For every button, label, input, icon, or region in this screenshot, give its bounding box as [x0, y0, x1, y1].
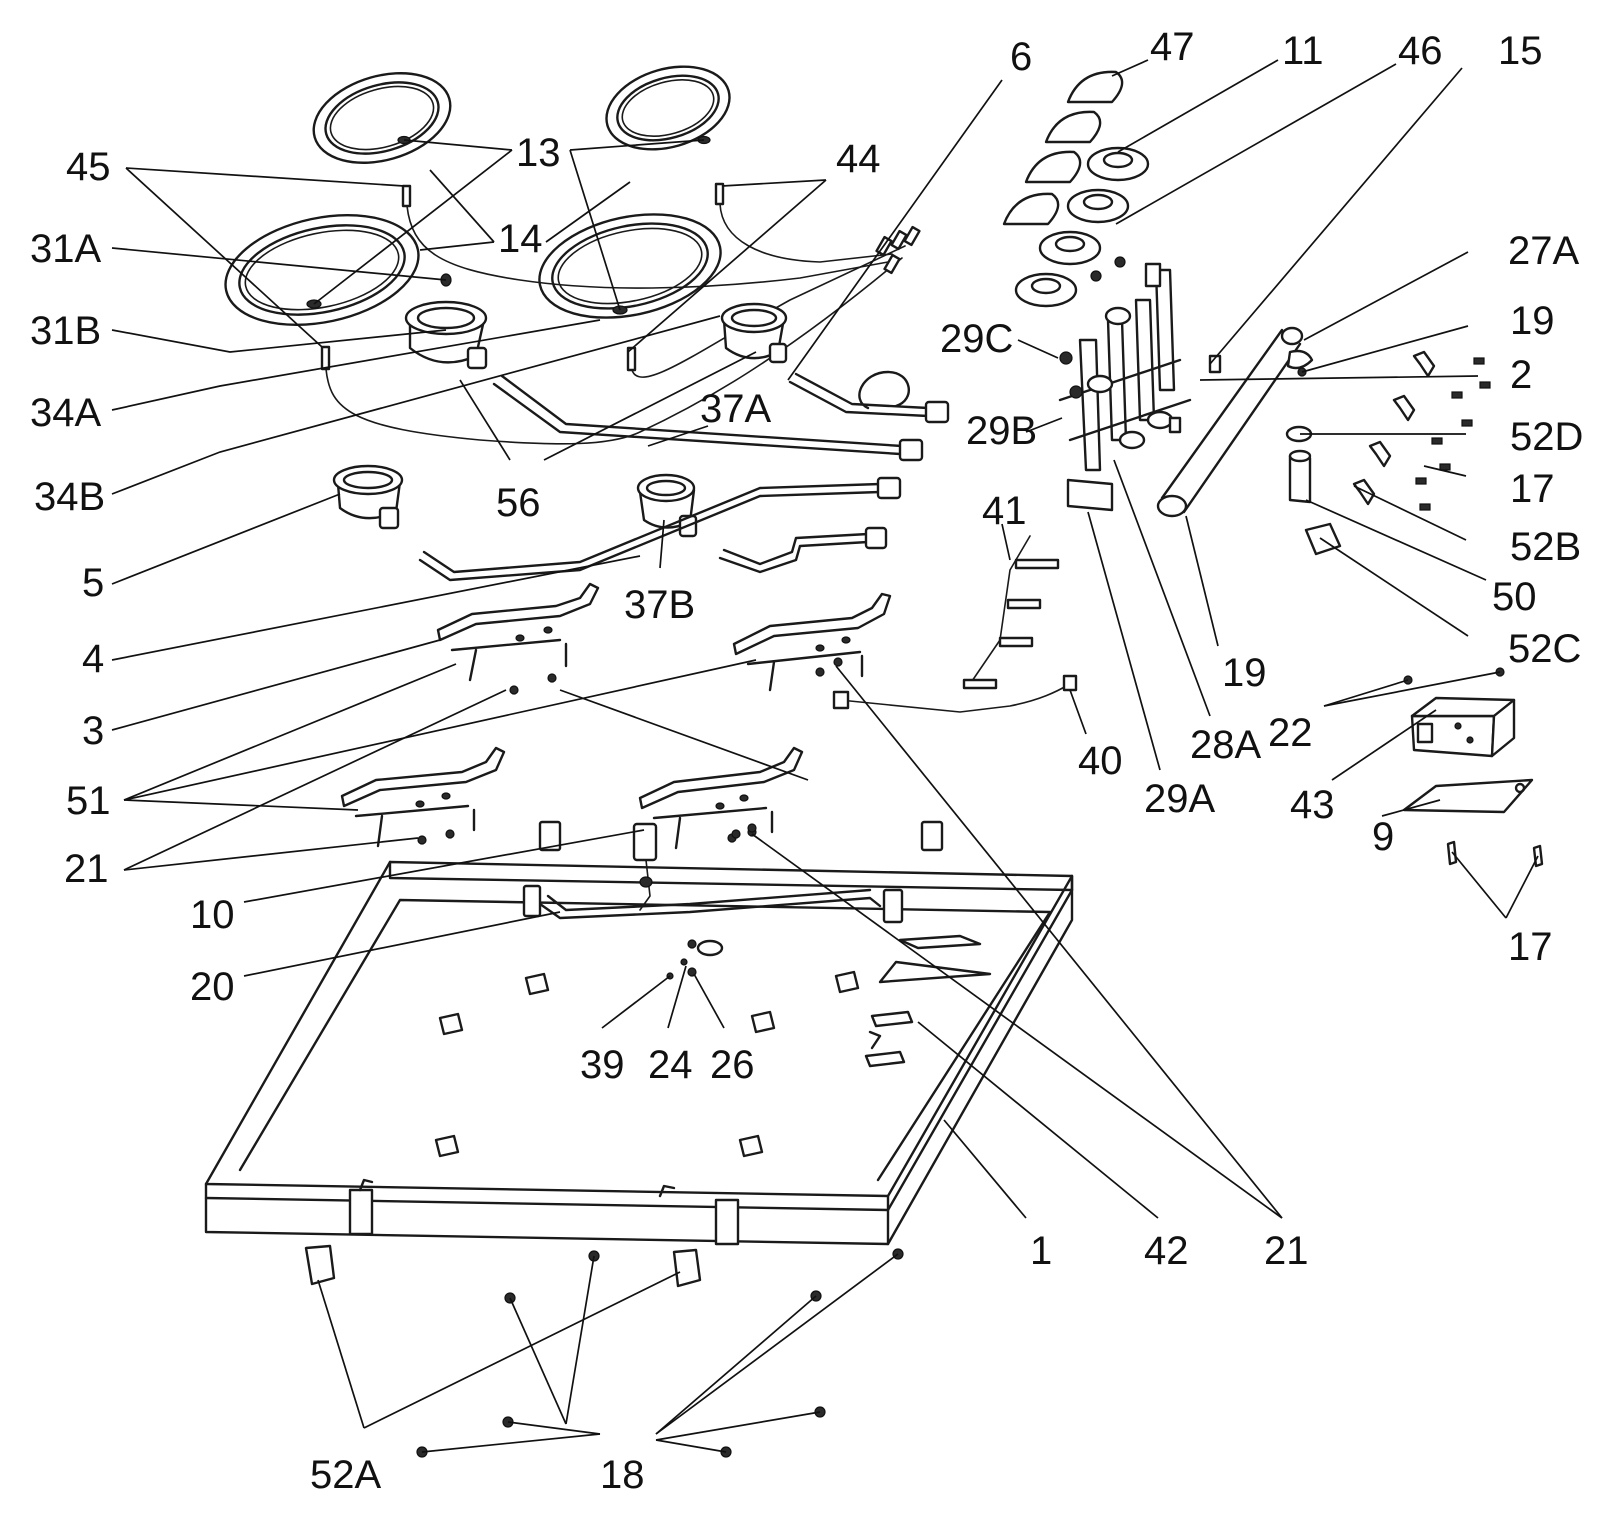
callout-39: 39	[580, 1043, 625, 1087]
callout-51: 51	[66, 779, 111, 823]
callout-4: 4	[82, 637, 104, 681]
callout-13: 13	[516, 131, 561, 175]
callout-31B: 31B	[30, 309, 101, 353]
callout-41: 41	[982, 489, 1027, 533]
burner-base-left-lower	[332, 464, 404, 530]
callout-19-top: 19	[1510, 299, 1555, 343]
burner-base-left-upper	[404, 273, 488, 370]
callout-labels: 45 13 14 31A 31B 34A 34B 5 4 3 51 21 10 …	[30, 25, 1583, 1497]
callout-14: 14	[498, 217, 543, 261]
valve-manifold	[1058, 256, 1192, 512]
callout-50: 50	[1492, 575, 1537, 619]
cover-plate-9	[1402, 778, 1544, 868]
callout-29C: 29C	[940, 317, 1013, 361]
callout-29A: 29A	[1144, 777, 1215, 821]
callout-45: 45	[66, 145, 111, 189]
burner-bracket-front-left	[340, 746, 506, 848]
callout-52B: 52B	[1510, 525, 1581, 569]
callout-17-top: 17	[1510, 467, 1555, 511]
burner-ring-front-left	[224, 214, 420, 326]
callout-29B: 29B	[966, 409, 1037, 453]
burner-base-right-upper	[720, 302, 788, 364]
burner-ring-rear-right	[605, 65, 731, 151]
junction-box-43	[1403, 667, 1516, 758]
callout-21-right: 21	[1264, 1229, 1309, 1273]
callout-52C: 52C	[1508, 627, 1581, 671]
tray-tabs	[434, 970, 860, 1158]
burner-ring-rear-left	[312, 72, 452, 164]
burner-base-right-lower	[636, 473, 698, 538]
callout-6: 6	[1010, 35, 1032, 79]
tray-clips	[538, 820, 944, 852]
callout-9: 9	[1372, 815, 1394, 859]
callout-15: 15	[1498, 29, 1543, 73]
callout-2: 2	[1510, 353, 1532, 397]
callout-26: 26	[710, 1043, 755, 1087]
gas-tubes	[418, 370, 950, 582]
callout-37A: 37A	[700, 387, 771, 431]
knob-bases-11	[1014, 146, 1150, 308]
tray-feet-52A	[304, 1244, 702, 1288]
callout-42: 42	[1144, 1229, 1189, 1273]
callout-37B: 37B	[624, 583, 695, 627]
callout-44: 44	[836, 137, 881, 181]
callout-34B: 34B	[34, 475, 105, 519]
burner-bracket-rear-left	[436, 582, 600, 682]
callout-5: 5	[82, 561, 104, 605]
callout-27A: 27A	[1508, 229, 1579, 273]
leader-lines	[111, 59, 1539, 1453]
control-knobs	[1002, 70, 1124, 226]
callout-52D: 52D	[1510, 415, 1583, 459]
fittings-right	[1285, 350, 1491, 556]
callout-34A: 34A	[30, 391, 101, 435]
callout-21-left: 21	[64, 847, 109, 891]
callout-56: 56	[496, 481, 541, 525]
callout-22: 22	[1268, 711, 1313, 755]
callout-11: 11	[1282, 29, 1324, 73]
burner-ring-front-right	[538, 213, 722, 319]
callout-46: 46	[1398, 29, 1443, 73]
manifold-tube-15	[1156, 326, 1314, 518]
screws-18	[416, 1248, 904, 1458]
burner-bracket-front-right	[638, 746, 804, 850]
callout-47: 47	[1150, 25, 1195, 69]
cooktop-tray	[204, 860, 1074, 1246]
igniter-module-rail	[522, 884, 992, 1068]
callout-24: 24	[648, 1043, 693, 1087]
callout-31A: 31A	[30, 227, 101, 271]
callout-28A: 28A	[1190, 723, 1261, 767]
spark-module-10	[632, 822, 724, 980]
callout-18: 18	[600, 1453, 645, 1497]
wire-harness-40-41	[832, 535, 1078, 713]
callout-1: 1	[1030, 1229, 1052, 1273]
callout-52A: 52A	[310, 1453, 381, 1497]
callout-19-bottom: 19	[1222, 651, 1267, 695]
callout-3: 3	[82, 709, 104, 753]
callout-43: 43	[1290, 783, 1335, 827]
callout-10: 10	[190, 893, 235, 937]
callout-17-bottom: 17	[1508, 925, 1553, 969]
burner-bracket-rear-right	[732, 592, 892, 692]
callout-20: 20	[190, 965, 235, 1009]
bracket-screws	[417, 657, 843, 845]
callout-40: 40	[1078, 739, 1123, 783]
